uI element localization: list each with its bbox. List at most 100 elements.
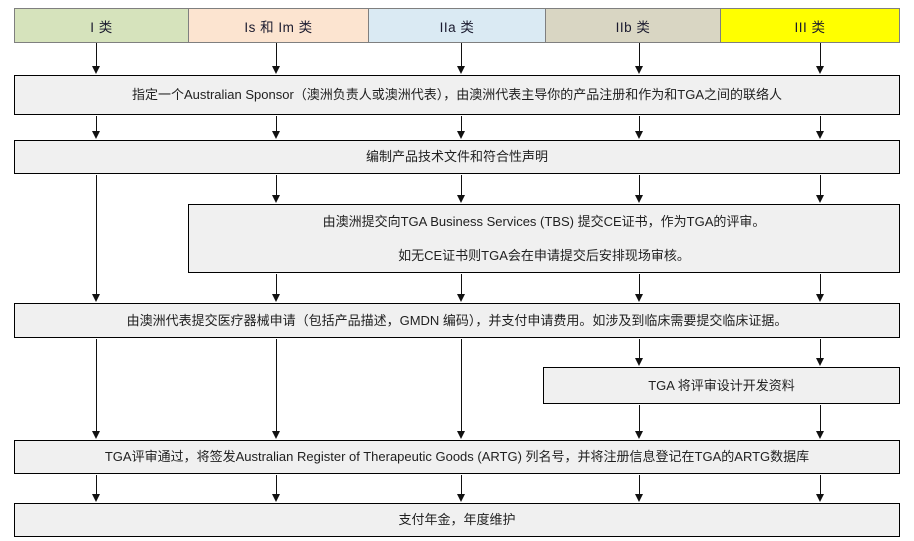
arrow-stem — [276, 43, 277, 67]
arrow-head-icon — [635, 195, 643, 203]
arrow-stem — [639, 475, 640, 495]
arrow-stem — [820, 339, 821, 359]
arrow-stem — [820, 405, 821, 432]
arrow-head-icon — [816, 294, 824, 302]
arrow-head-icon — [635, 294, 643, 302]
arrow-class3-to-sponsor — [457, 43, 466, 74]
arrow-stem — [276, 339, 277, 432]
arrow-stem — [276, 175, 277, 196]
arrow-stem — [639, 274, 640, 295]
arrow-sponsor-to-technical-c4 — [635, 116, 644, 139]
arrow-stem — [820, 43, 821, 67]
arrow-head-icon — [272, 66, 280, 74]
annual-fee-box[interactable]: 支付年金，年度维护 — [14, 503, 900, 537]
artg-listing-box[interactable]: TGA评审通过，将签发Australian Register of Therap… — [14, 440, 900, 474]
arrow-stem — [461, 116, 462, 132]
arrow-artg-to-annual-c4 — [635, 475, 644, 502]
arrow-head-icon — [457, 131, 465, 139]
class-header-cell-1[interactable]: I 类 — [14, 8, 188, 43]
class-header-cell-4[interactable]: IIb 类 — [545, 8, 720, 43]
arrow-head-icon — [457, 195, 465, 203]
ce-certificate-box[interactable]: 由澳洲提交向TGA Business Services (TBS) 提交CE证书… — [188, 204, 900, 273]
arrow-stem — [639, 43, 640, 67]
arrow-stem — [820, 475, 821, 495]
arrow-head-icon — [92, 294, 100, 302]
arrow-head-icon — [92, 131, 100, 139]
arrow-technical-to-ce-c3 — [457, 175, 466, 203]
arrow-design-to-artg-c4 — [635, 405, 644, 439]
application-submission-box-line-1: 由澳洲代表提交医疗器械申请（包括产品描述，GMDN 编码），并支付申请费用。如涉… — [126, 312, 788, 328]
arrow-head-icon — [272, 294, 280, 302]
arrow-stem — [820, 175, 821, 196]
arrow-stem — [820, 116, 821, 132]
class-header-label: IIa 类 — [439, 19, 475, 35]
arrow-stem — [96, 116, 97, 132]
arrow-stem — [276, 475, 277, 495]
device-class-header-row: I 类 Is 和 Im 类 IIa 类 IIb 类 III 类 — [14, 8, 900, 43]
arrow-head-icon — [816, 66, 824, 74]
arrow-stem — [639, 339, 640, 359]
arrow-stem — [96, 175, 97, 295]
technical-file-box-line-1: 编制产品技术文件和符合性声明 — [365, 149, 548, 165]
sponsor-box[interactable]: 指定一个Australian Sponsor（澳洲负责人或澳洲代表），由澳洲代表… — [14, 75, 900, 115]
arrow-application-to-design-c5 — [816, 339, 825, 366]
arrow-stem — [276, 274, 277, 295]
arrow-artg-to-annual-c1 — [92, 475, 101, 502]
arrow-stem — [461, 475, 462, 495]
class-header-cell-2[interactable]: Is 和 Im 类 — [188, 8, 368, 43]
arrow-application-to-artg-c1 — [92, 339, 101, 439]
design-review-box[interactable]: TGA 将评审设计开发资料 — [543, 367, 900, 404]
arrow-stem — [461, 274, 462, 295]
artg-listing-box-line-1: TGA评审通过，将签发Australian Register of Therap… — [104, 449, 810, 465]
arrow-sponsor-to-technical-c1 — [92, 116, 101, 139]
arrow-technical-to-ce-c2 — [272, 175, 281, 203]
arrow-head-icon — [635, 358, 643, 366]
arrow-head-icon — [457, 431, 465, 439]
design-review-box-line-1: TGA 将评审设计开发资料 — [648, 377, 795, 393]
arrow-artg-to-annual-c5 — [816, 475, 825, 502]
arrow-head-icon — [92, 431, 100, 439]
arrow-stem — [639, 116, 640, 132]
arrow-technical-to-ce-c5 — [816, 175, 825, 203]
arrow-head-icon — [92, 494, 100, 502]
arrow-application-to-artg-c2 — [272, 339, 281, 439]
arrow-application-to-design-c4 — [635, 339, 644, 366]
ce-certificate-box-line-1: 由澳洲提交向TGA Business Services (TBS) 提交CE证书… — [322, 214, 766, 229]
arrow-head-icon — [272, 131, 280, 139]
arrow-design-to-artg-c5 — [816, 405, 825, 439]
arrow-stem — [461, 175, 462, 196]
arrow-sponsor-to-technical-c2 — [272, 116, 281, 139]
arrow-sponsor-to-technical-c5 — [816, 116, 825, 139]
arrow-technical-to-application-c1 — [92, 175, 101, 302]
class-header-label: I 类 — [90, 19, 113, 35]
arrow-ce-to-application-c5 — [816, 274, 825, 302]
class-header-label: IIb 类 — [615, 19, 651, 35]
technical-file-box[interactable]: 编制产品技术文件和符合性声明 — [14, 140, 900, 174]
class-header-cell-3[interactable]: IIa 类 — [368, 8, 545, 43]
arrow-technical-to-ce-c4 — [635, 175, 644, 203]
arrow-stem — [639, 175, 640, 196]
arrow-stem — [96, 339, 97, 432]
sponsor-box-line-1: 指定一个Australian Sponsor（澳洲负责人或澳洲代表），由澳洲代表… — [131, 87, 783, 103]
arrow-stem — [461, 339, 462, 432]
arrow-ce-to-application-c4 — [635, 274, 644, 302]
arrow-head-icon — [635, 494, 643, 502]
arrow-sponsor-to-technical-c3 — [457, 116, 466, 139]
arrow-stem — [96, 43, 97, 67]
application-submission-box[interactable]: 由澳洲代表提交医疗器械申请（包括产品描述，GMDN 编码），并支付申请费用。如涉… — [14, 303, 900, 338]
arrow-head-icon — [635, 66, 643, 74]
arrow-head-icon — [457, 294, 465, 302]
arrow-head-icon — [816, 358, 824, 366]
arrow-stem — [96, 475, 97, 495]
annual-fee-box-line-1: 支付年金，年度维护 — [398, 512, 516, 528]
arrow-head-icon — [816, 195, 824, 203]
arrow-stem — [820, 274, 821, 295]
ce-certificate-box-line-2: 如无CE证书则TGA会在申请提交后安排现场审核。 — [398, 247, 690, 263]
arrow-head-icon — [272, 494, 280, 502]
arrow-ce-to-application-c3 — [457, 274, 466, 302]
arrow-head-icon — [92, 66, 100, 74]
arrow-head-icon — [457, 66, 465, 74]
arrow-stem — [639, 405, 640, 432]
class-header-cell-5[interactable]: III 类 — [720, 8, 900, 43]
